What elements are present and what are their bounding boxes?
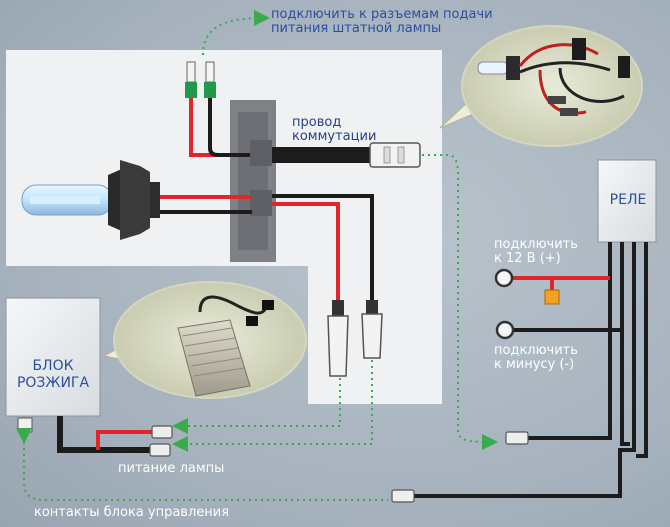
wire-down-black — [272, 194, 374, 300]
connection-arrows — [16, 10, 498, 501]
harness-photo-bubble — [439, 25, 643, 147]
relay-connector — [505, 431, 529, 445]
label-lamp-power: питание лампы — [118, 461, 225, 476]
ballast-wire-red — [96, 430, 152, 450]
switching-block-bracket — [238, 112, 268, 250]
label-control-contacts: контакты блока управления — [34, 505, 230, 520]
relay-box — [597, 159, 657, 243]
label-switching-wire: провод коммутации — [292, 115, 377, 144]
ballast-wire-black — [57, 416, 150, 453]
lamp-socket-connectors — [185, 61, 216, 98]
switching-connector — [369, 142, 421, 168]
control-connector — [391, 489, 415, 503]
ballast-box — [5, 297, 101, 417]
label-connect-12v: подключить к 12 В (+) — [494, 237, 578, 266]
label-ballast-unit: БЛОК РОЗЖИГА — [16, 358, 90, 391]
label-connect-lamp-sockets: подключить к разъемам подачи питания шта… — [271, 7, 493, 36]
switching-wire-black — [258, 147, 374, 163]
ballast-photo-bubble — [102, 281, 307, 399]
terminal-minus — [495, 320, 515, 340]
terminal-12v — [494, 268, 514, 288]
xenon-lamp — [21, 160, 160, 240]
wire-down-red — [272, 202, 340, 300]
label-relay: РЕЛЕ — [609, 192, 647, 208]
lamp-power-connectors — [327, 300, 383, 377]
label-connect-minus: подключить к минусу (-) — [494, 343, 578, 372]
wire-black-top — [208, 98, 252, 157]
fuse — [544, 289, 560, 305]
